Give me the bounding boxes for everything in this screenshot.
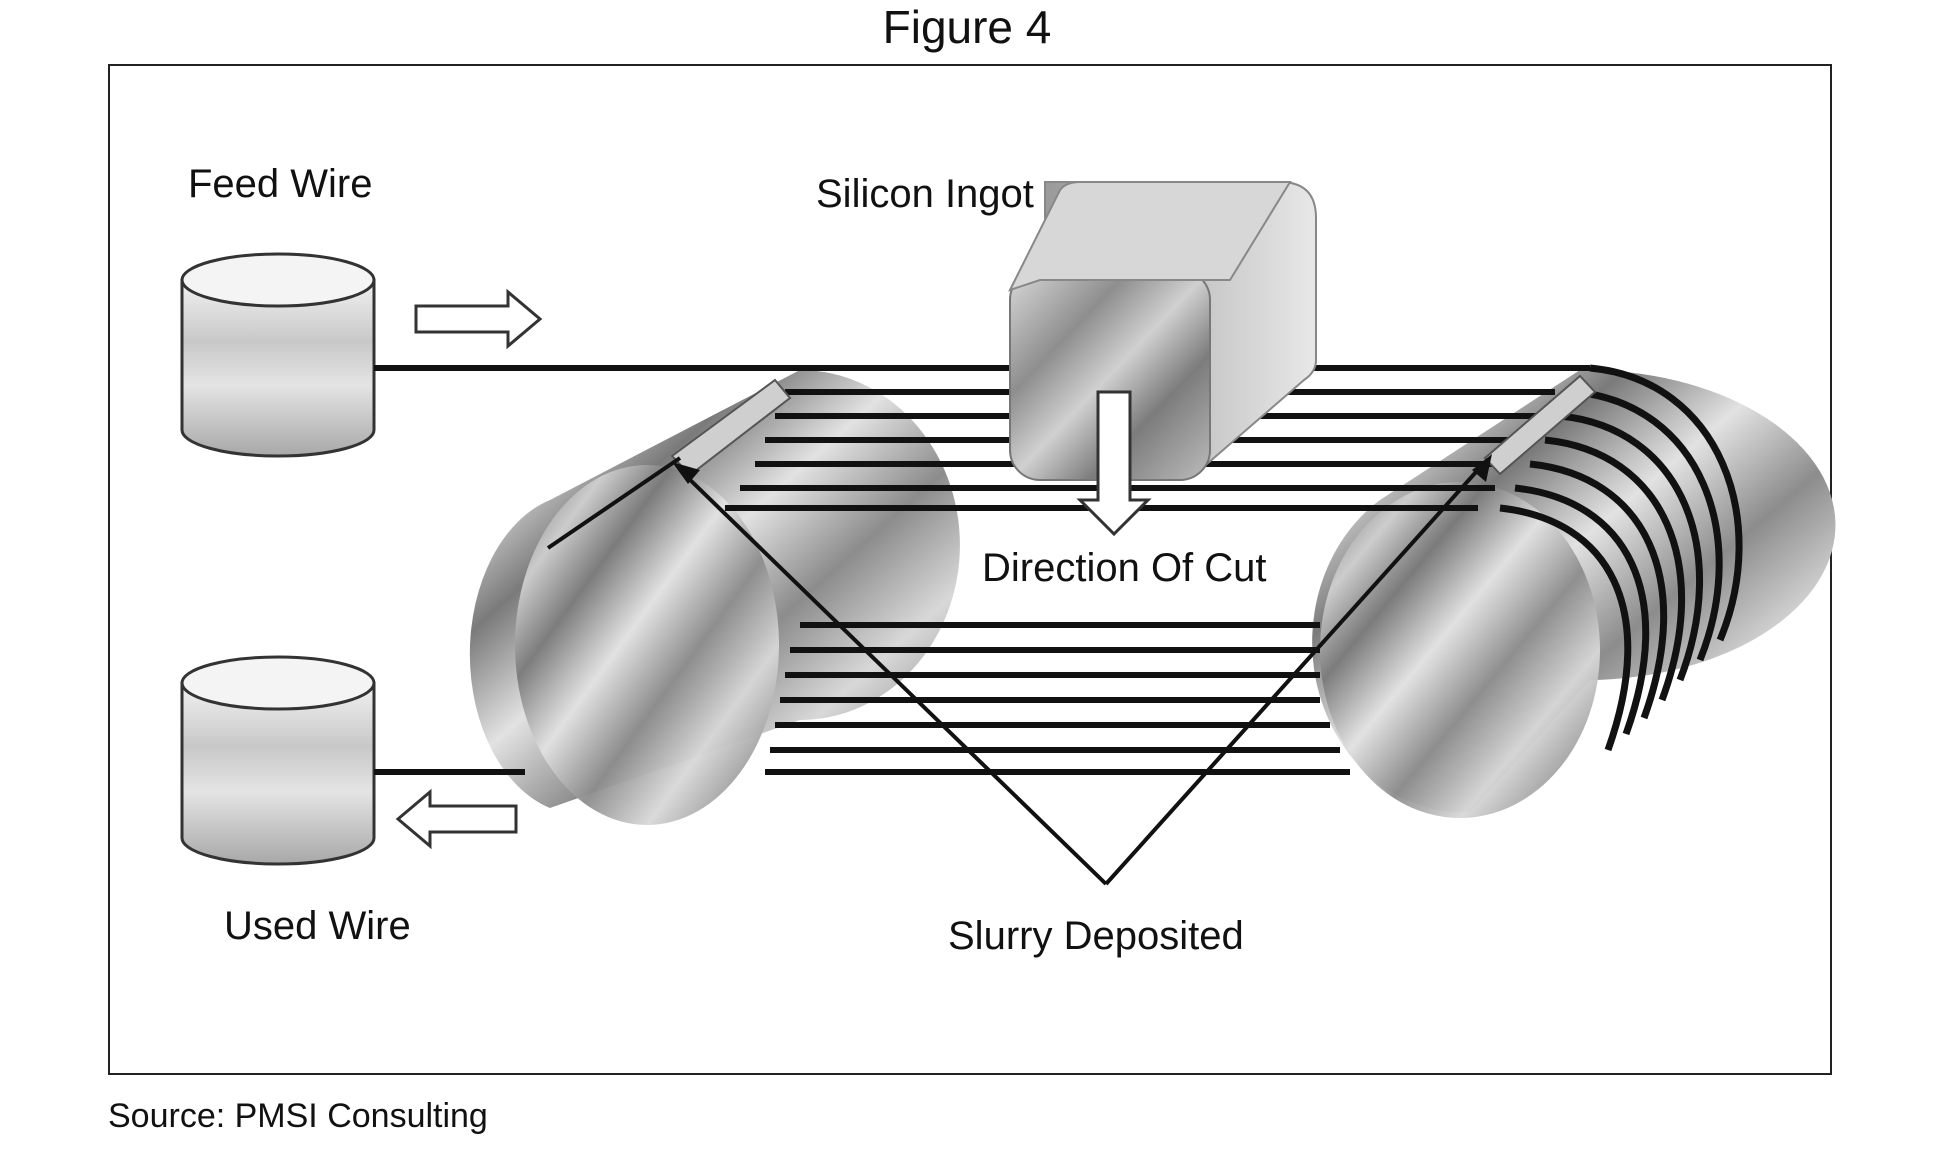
silicon-ingot-label: Silicon Ingot [816,172,1034,216]
feed-spool-icon [180,252,376,458]
figure-title: Figure 4 [882,1,1052,53]
feed-wire-entry [546,456,682,550]
left-pointer-arrowhead [672,462,700,484]
bottom-wire-web [374,622,1350,775]
figure-frame [108,64,1832,1075]
slurry-deposited-label: Slurry Deposited [948,914,1244,958]
arrow-down-icon [1076,390,1152,537]
used-spool-icon [180,655,376,866]
source-caption: Source: PMSI Consulting [108,1097,488,1135]
arrow-left-icon [395,788,518,850]
feed-wire-label: Feed Wire [188,162,373,206]
top-wire-web [374,365,1590,511]
used-wire-label: Used Wire [224,904,411,948]
right-slurry-nozzle [1483,374,1597,476]
slurry-pointer-lines [680,460,1487,886]
arrow-right-icon [414,288,543,350]
right-roller-wire-wraps [1499,364,1743,752]
silicon-ingot [1008,181,1317,481]
direction-of-cut-label: Direction Of Cut [982,546,1267,590]
right-pointer-arrowhead [1472,454,1492,482]
